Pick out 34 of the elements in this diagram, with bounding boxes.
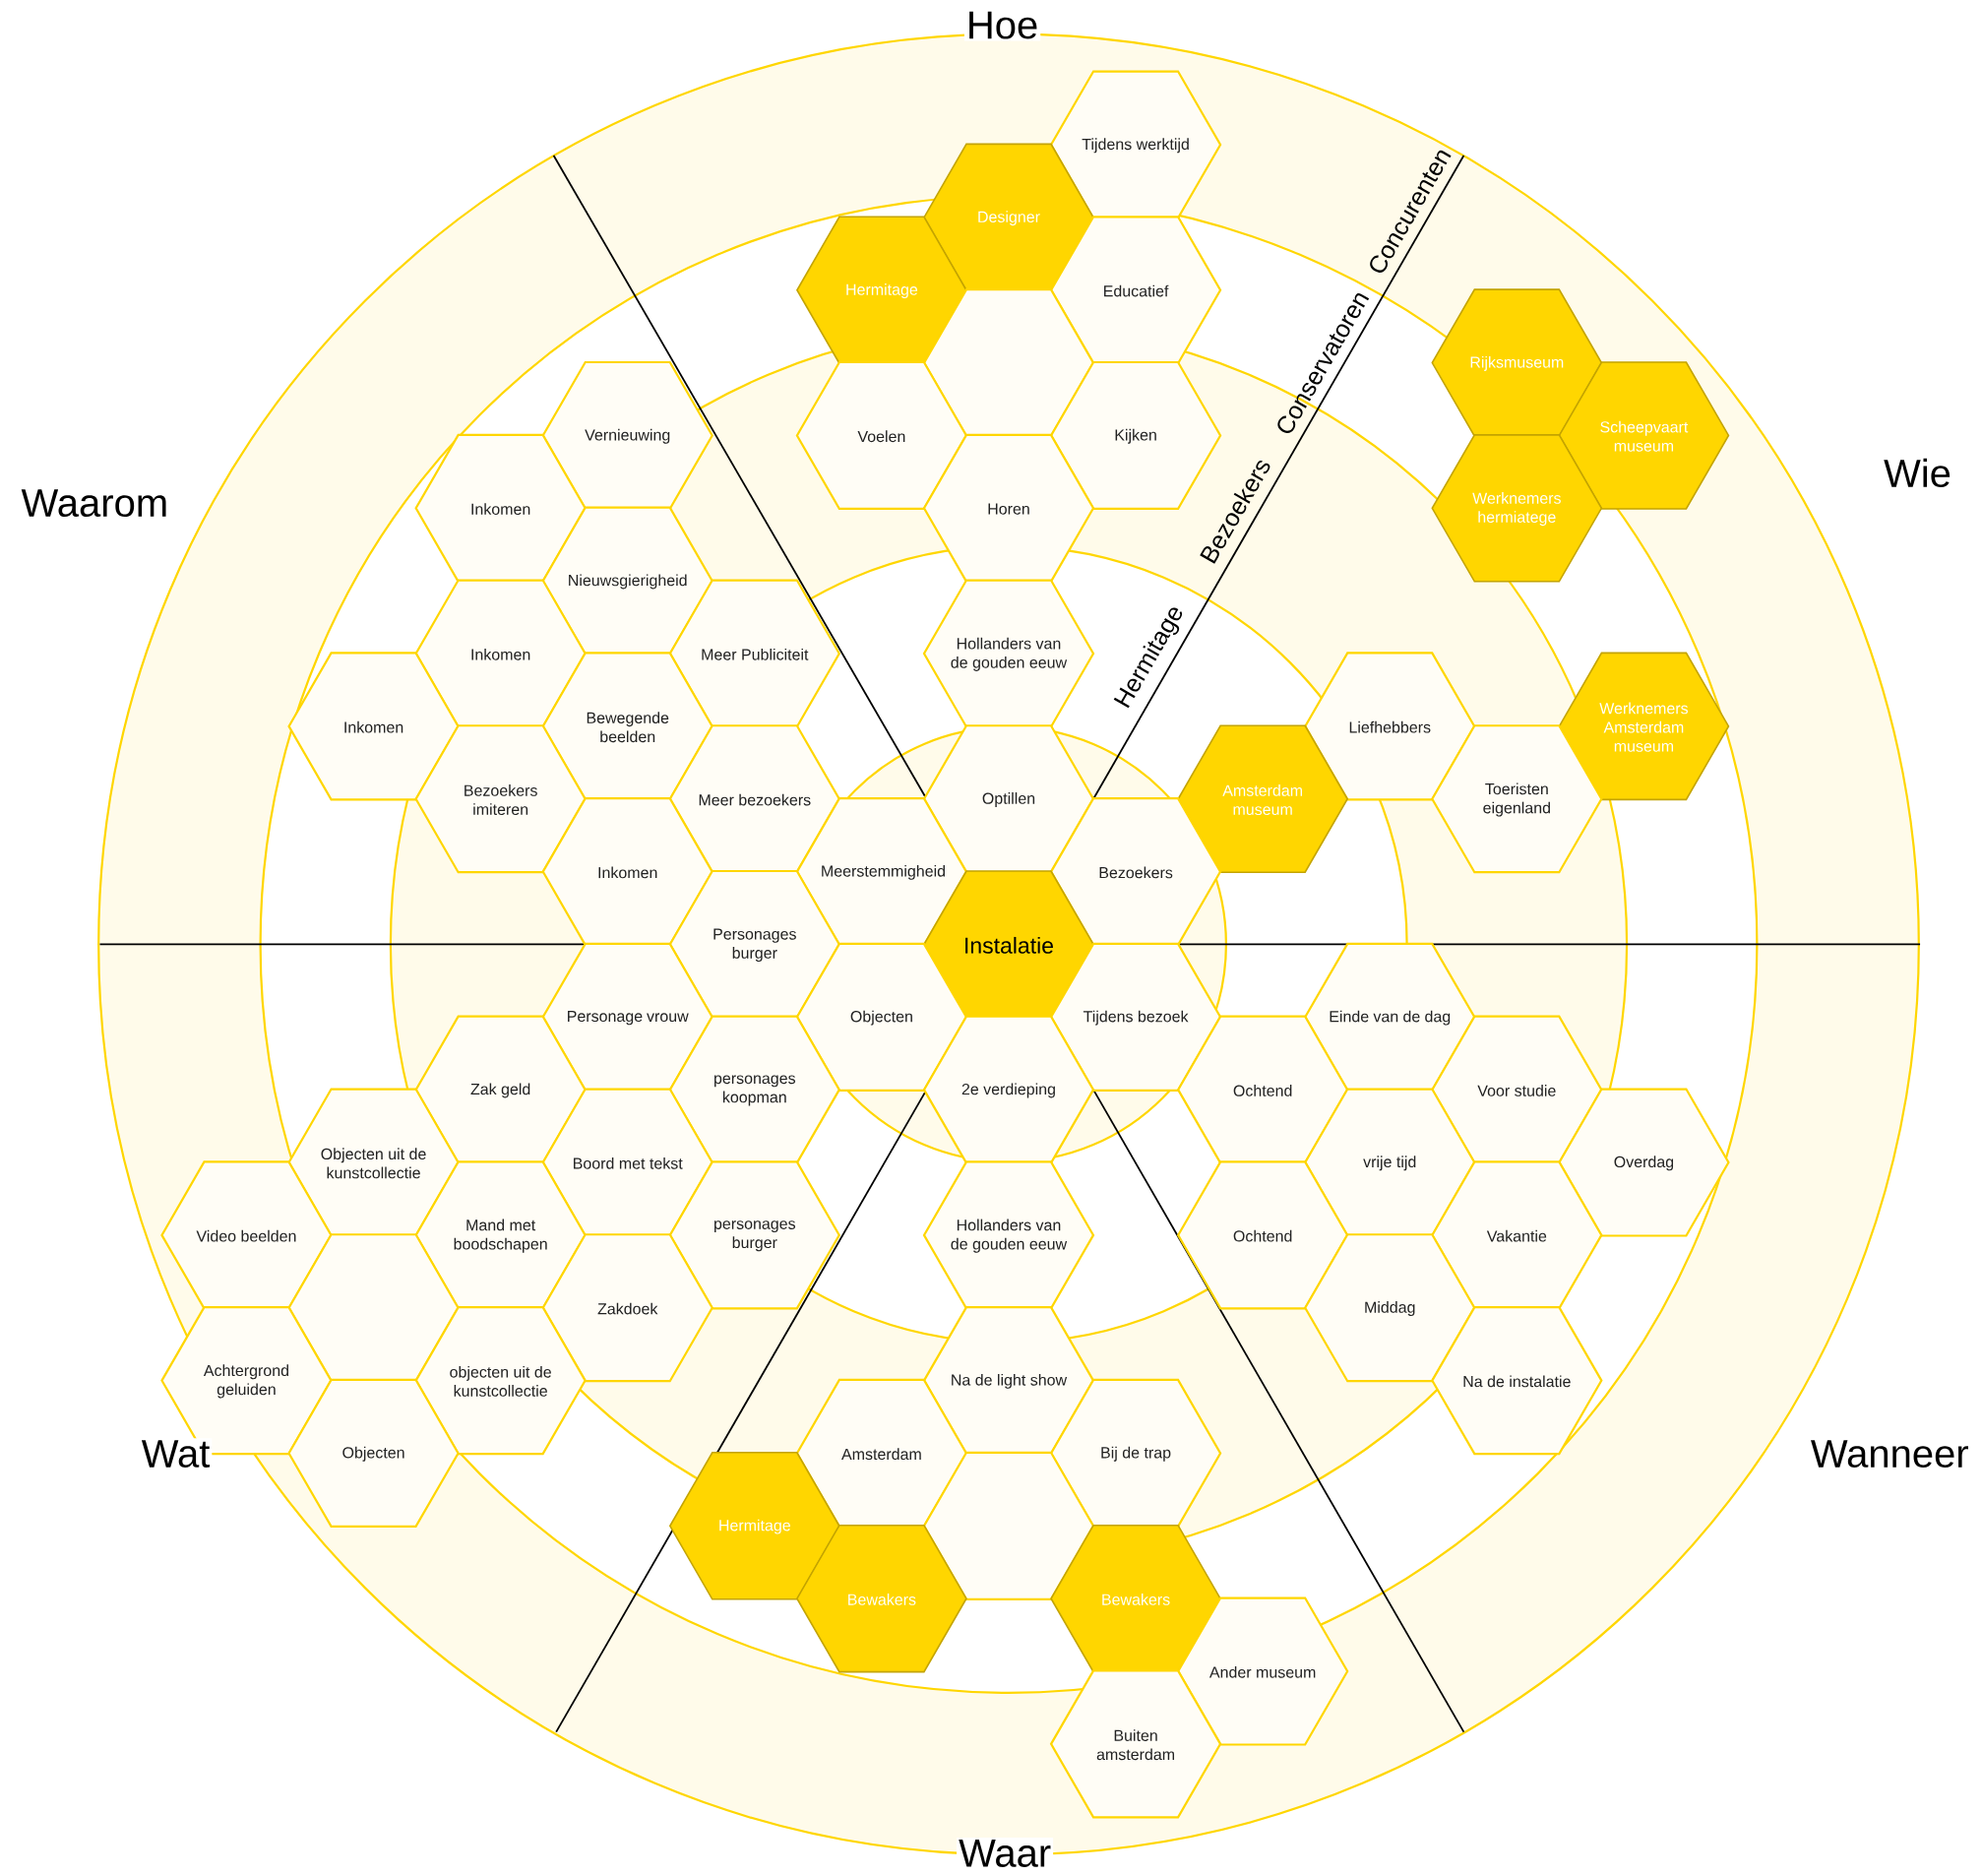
hexagon-tile: Ochtend bbox=[1176, 1160, 1349, 1310]
hexagon-tile: Vernieuwing bbox=[541, 360, 713, 511]
hexagon-tile: Inkomen bbox=[287, 652, 460, 801]
hexagon-tile: Einde van de dag bbox=[1303, 942, 1476, 1092]
sector-label: Wanneer bbox=[1808, 1438, 1971, 1470]
sector-label: Wie bbox=[1882, 456, 1953, 490]
hexagon-tile: Personage vrouw bbox=[541, 942, 713, 1092]
hexagon-tile: Vakantie bbox=[1431, 1160, 1603, 1310]
sector-label: Wat bbox=[139, 1438, 213, 1470]
hexagon-tile: Ander museum bbox=[1176, 1596, 1349, 1746]
hexagon-tile: Hollanders van de gouden eeuw bbox=[922, 1160, 1095, 1310]
hexagon-tile: vrije tijd bbox=[1303, 1088, 1476, 1237]
hexagon-tile: Werknemers hermiatege bbox=[1431, 434, 1603, 583]
hexagon-tile: Hollanders van de gouden eeuw bbox=[922, 579, 1095, 728]
hexagon-tile: Tijdens werktijd bbox=[1049, 70, 1222, 219]
hexagon-tile: Boord met tekst bbox=[541, 1088, 713, 1237]
hexagon-tile: Liefhebbers bbox=[1303, 652, 1476, 801]
sector-label: Waar bbox=[957, 1838, 1054, 1869]
hexagon-tile: Toeristen eigenland bbox=[1431, 724, 1603, 874]
hexagon-tile: Bezoekers imiteren bbox=[414, 724, 587, 874]
hexagon-tile: Educatief bbox=[1049, 216, 1222, 365]
hexagon-tile: Hermitage bbox=[668, 1452, 840, 1600]
hexagon-tile: Bewakers bbox=[796, 1524, 967, 1673]
hexagon-tile: Kijken bbox=[1049, 360, 1222, 511]
hexagon-tile: Werknemers Amsterdam museum bbox=[1558, 652, 1730, 801]
hexagon-tile: Overdag bbox=[1558, 1088, 1730, 1237]
hexagon-tile: Na de instalatie bbox=[1431, 1306, 1603, 1456]
hexagon-tile: Horen bbox=[922, 433, 1095, 583]
hexagon-tile: Na de light show bbox=[922, 1306, 1095, 1456]
hexagon-tile: Hermitage bbox=[796, 216, 967, 365]
sector-label: Waarom bbox=[19, 487, 171, 520]
sector-label: Hoe bbox=[963, 9, 1041, 41]
hexagon-tile bbox=[922, 1451, 1095, 1600]
hexagon-tile: objecten uit de kunstcollectie bbox=[414, 1306, 587, 1456]
